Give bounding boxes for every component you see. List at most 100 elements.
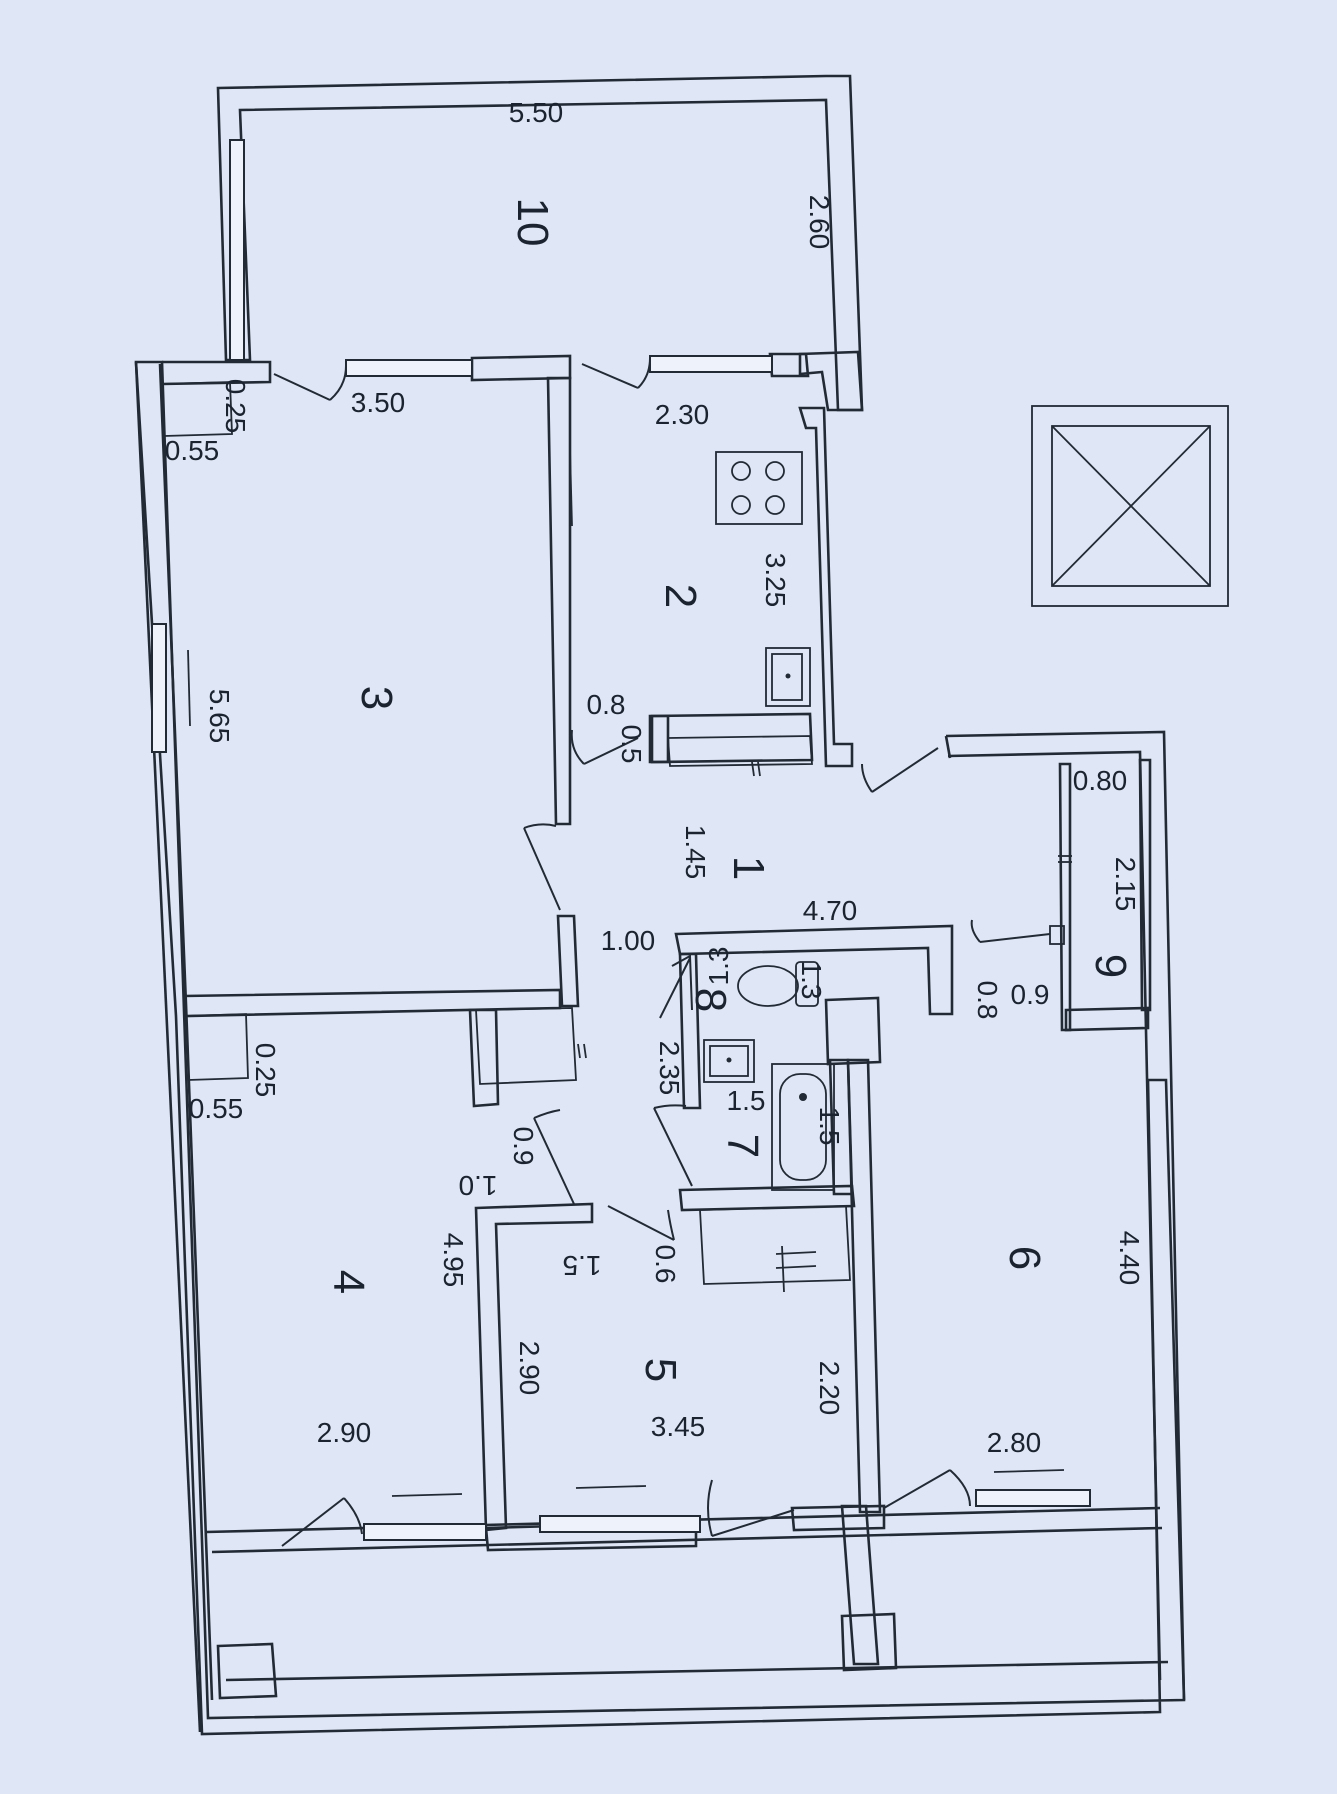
- door-r5-balcony: [707, 1479, 795, 1537]
- dim-r7-b: 1.5: [727, 1085, 766, 1116]
- dim-r2-a: 0.8: [587, 689, 626, 720]
- wall-r5-r6: [846, 1058, 882, 1514]
- dim-r2-width: 2.30: [655, 399, 710, 430]
- window-r5-bottom: [539, 1515, 701, 1533]
- window-r2-mark: [569, 449, 573, 527]
- wall-r6-top: [944, 735, 952, 759]
- wall-r7-r5-block: [699, 1205, 851, 1285]
- wall-r2-bottom: [648, 714, 670, 764]
- room-label-4: 4: [324, 1270, 373, 1294]
- dim-r3-length: 5.65: [204, 689, 235, 744]
- dim-r9-b: 2.15: [1110, 857, 1141, 912]
- dim-r5-width: 3.45: [651, 1411, 706, 1442]
- balcony-post: [840, 1612, 898, 1672]
- bathtub-icon: [771, 1063, 835, 1191]
- dim-r4-width: 2.90: [317, 1417, 372, 1448]
- window-r5-mark: [575, 1485, 647, 1489]
- wall-balcony-divider: [840, 1504, 880, 1666]
- dim-r7-a: 2.35: [654, 1041, 685, 1096]
- door-r2-loggia: [581, 357, 651, 389]
- dim-r5-a: 1.5: [563, 1250, 602, 1281]
- vent-shaft-icon: [1031, 405, 1229, 607]
- room-label-6: 6: [1000, 1246, 1049, 1270]
- wall-r3-r2: [546, 376, 572, 826]
- room-label-9: 9: [1086, 954, 1135, 978]
- door-r9: [970, 919, 1051, 943]
- walls: [134, 74, 1186, 1736]
- wall-r3-r1: [556, 914, 580, 1008]
- wall-r3-r4: [182, 988, 562, 1018]
- door-r3-loggia: [273, 365, 347, 401]
- wall-r7-bottom: [678, 1184, 856, 1212]
- window-r4-mark: [391, 1493, 463, 1497]
- doors: [273, 357, 1051, 1547]
- dim-r5-b: 0.6: [650, 1245, 681, 1284]
- room-label-10: 10: [508, 198, 557, 247]
- dim-r1-a: 1.00: [601, 925, 656, 956]
- toilet-icon: [737, 961, 819, 1007]
- dim-r3-width: 3.50: [351, 387, 406, 418]
- wall-loggia-block: [798, 350, 864, 412]
- dim-r9-a: 0.80: [1073, 765, 1128, 796]
- dim-r1-length: 4.70: [803, 895, 858, 926]
- dim-r6-width: 2.80: [987, 1427, 1042, 1458]
- room-label-8: 8: [686, 988, 735, 1012]
- door-r3-r1: [523, 823, 561, 911]
- window-r4-bottom: [363, 1523, 487, 1541]
- balcony-corner: [216, 1642, 278, 1700]
- wardrobe-r1: [667, 735, 813, 767]
- dim-r4-b: 1.0: [459, 1170, 498, 1201]
- dim-r4-length: 4.95: [438, 1233, 469, 1288]
- window-r3-left: [151, 623, 167, 753]
- wall-r4-shaft: [468, 1008, 500, 1108]
- dim-r2-length: 3.25: [760, 553, 791, 608]
- window-r3-top: [345, 359, 473, 377]
- dim-r8-d: 1.3: [796, 961, 827, 1000]
- stove-icon: [715, 451, 803, 525]
- dim-corr-len: 2.20: [814, 1361, 845, 1416]
- room-label-5: 5: [636, 1358, 685, 1382]
- balcony-wall-2: [211, 1526, 1163, 1554]
- door-r7: [653, 1104, 693, 1187]
- window-loggia-left: [229, 139, 245, 361]
- balcony-bottom: [225, 1660, 1169, 1682]
- niche-r3: [161, 381, 233, 437]
- room-labels: 10 2 3 1 8 9 7 4 6 5: [324, 198, 1135, 1383]
- window-r3-mark: [187, 649, 191, 727]
- windows: [151, 139, 1091, 1541]
- dim-r4-niche-a: 0.25: [250, 1043, 281, 1098]
- window-r6-mark: [993, 1469, 1065, 1473]
- dim-r4-niche-b: 0.55: [189, 1093, 244, 1124]
- dim-r4-a: 0.9: [508, 1127, 539, 1166]
- window-r2-top: [649, 355, 773, 373]
- wall-r6-r9: [1064, 1006, 1150, 1032]
- outer-wall-right-inner: [947, 750, 1162, 1681]
- door-r6-balcony: [883, 1469, 971, 1509]
- shaft-r4: [475, 1007, 577, 1085]
- r9-post: [1049, 925, 1065, 945]
- dim-r3-niche-a: 0.25: [220, 379, 251, 434]
- sink-icon: [765, 647, 811, 707]
- dim-r3-niche-b: 0.55: [165, 435, 220, 466]
- wall-r8-right: [824, 996, 882, 1066]
- wall-r9-left: [1058, 762, 1072, 1032]
- door-r8: [659, 954, 693, 1019]
- door-r5: [607, 1205, 675, 1241]
- niche-r4: [185, 1013, 249, 1081]
- dim-r9-d: 0.8: [972, 981, 1003, 1020]
- dim-r5-length: 2.90: [514, 1341, 545, 1396]
- door-r2-r1: [570, 729, 639, 765]
- room-label-7: 7: [718, 1134, 767, 1158]
- wall-r9-right: [1138, 758, 1152, 1012]
- dim-r6-length: 4.40: [1114, 1231, 1145, 1286]
- dim-r2-b: 0.5: [616, 725, 647, 764]
- room-label-2: 2: [656, 584, 705, 608]
- dim-r10-depth: 2.60: [804, 195, 835, 250]
- dim-r1-width: 1.45: [680, 825, 711, 880]
- washbasin-icon: [703, 1039, 755, 1083]
- wall-r3-top-2: [470, 354, 572, 382]
- wall-r8-r7: [678, 952, 702, 1110]
- wall-r2-right: [798, 406, 854, 768]
- dimension-labels: 5.50 2.60 3.50 0.25 0.55 5.65 2.30 3.25 …: [165, 97, 1145, 1458]
